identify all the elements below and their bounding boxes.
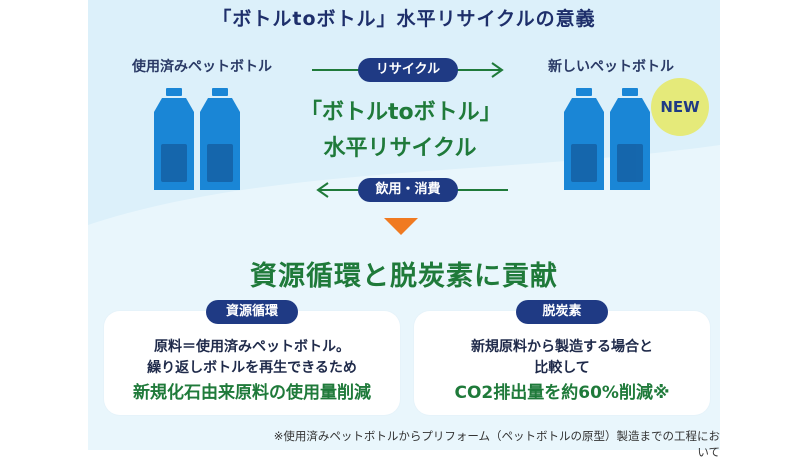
center-line-1: 「ボトルtoボトル」 (300, 100, 502, 125)
footnote: ※使用済みペットボトルからプリフォーム（ペットボトルの原型）製造までの工程におい… (273, 429, 720, 459)
headline: 資源循環と脱炭素に貢献 (250, 261, 558, 292)
new-bottles-icon (564, 88, 650, 190)
decarbon-line-2: 比較して (534, 360, 590, 376)
recycle-pill: リサイクル (358, 58, 458, 82)
left-label: 使用済みペットボトル (132, 59, 272, 75)
used-bottles-icon (154, 88, 240, 190)
decarbon-line-1: 新規原料から製造する場合と (471, 339, 653, 355)
resource-pill: 資源循環 (206, 300, 298, 324)
resource-highlight: 新規化石由来原料の使用量削減 (133, 383, 371, 403)
consume-pill: 飲用・消費 (358, 178, 458, 202)
infographic: 「ボトルtoボトル」水平リサイクルの意義 使用済みペットボトル 新しいペットボト… (88, 0, 720, 459)
right-label: 新しいペットボトル (548, 59, 674, 75)
center-line-2: 水平リサイクル (323, 136, 477, 161)
resource-card (104, 311, 400, 415)
page-title: 「ボトルtoボトル」水平リサイクルの意義 (212, 8, 596, 30)
down-arrow-icon (384, 218, 418, 235)
resource-line-1: 原料＝使用済みペットボトル。 (154, 339, 350, 355)
decarbon-highlight: CO2排出量を約60%削減※ (454, 383, 670, 403)
decarbon-card (414, 311, 710, 415)
resource-line-2: 繰り返しボトルを再生できるため (147, 360, 357, 376)
new-badge: NEW (651, 78, 709, 136)
decarbon-pill: 脱炭素 (516, 300, 608, 324)
